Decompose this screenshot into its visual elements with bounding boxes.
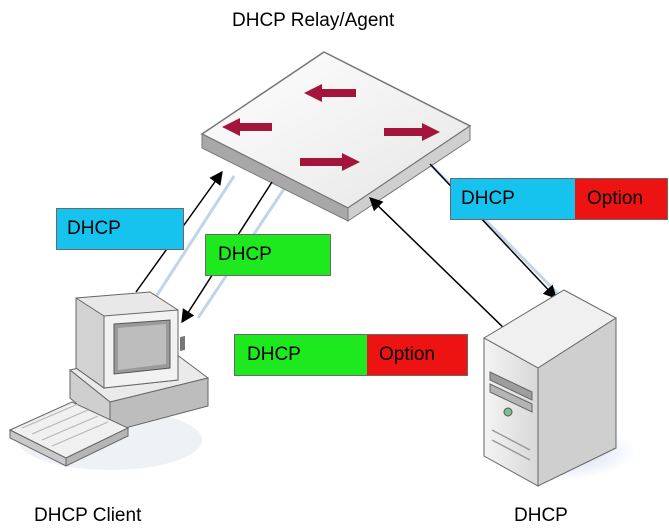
arrow-server-to-relay <box>369 197 511 335</box>
client-label: DHCP Client <box>34 505 142 526</box>
relay-agent-label: DHCP Relay/Agent <box>232 10 395 31</box>
relay-reply-packet: DHCP <box>205 234 331 276</box>
server-reply-packet: DHCP Option <box>234 334 468 376</box>
client-request-packet: DHCP <box>56 208 184 250</box>
switch-icon <box>200 51 472 222</box>
packet-dhcp-segment: DHCP <box>451 179 575 219</box>
packet-option-segment: Option <box>367 335 467 375</box>
packet-option-segment: Option <box>575 179 667 219</box>
packet-dhcp-segment: DHCP <box>235 335 367 375</box>
server-tower-icon <box>483 289 636 487</box>
packet-dhcp-segment: DHCP <box>57 209 183 249</box>
server-label: DHCP <box>514 505 568 526</box>
packet-dhcp-segment: DHCP <box>206 235 330 275</box>
relay-to-server-packet: DHCP Option <box>450 178 668 220</box>
desktop-computer-icon <box>8 291 210 470</box>
